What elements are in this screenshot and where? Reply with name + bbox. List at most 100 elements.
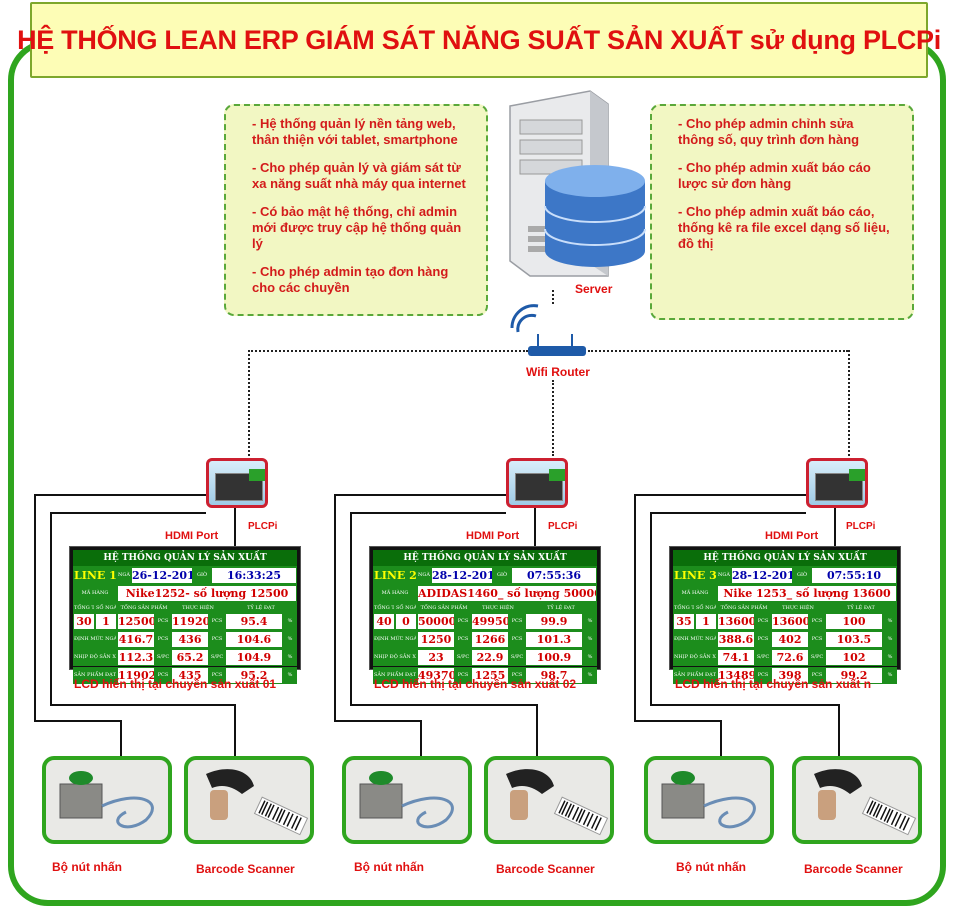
- note-left-item: - Cho phép admin tạo đơn hàng cho các ch…: [252, 264, 449, 295]
- lcd-row-label: NHỊP ĐỘ SẢN XUẤT: [73, 649, 117, 666]
- barcode-scanner-icon: [814, 769, 917, 836]
- lcd-col-header: SỐ NGÀY CÒN LẠI: [695, 603, 717, 612]
- lcd-col-header: TỔNG SẢN PHẨM: [117, 603, 171, 612]
- lcd-unit: PCS: [809, 613, 825, 630]
- lcd-cell: 100: [825, 613, 883, 630]
- lcd-row-label: ĐỊNH MỨC NGÀY: [673, 631, 717, 648]
- push-button-device-3: [644, 756, 774, 844]
- lcd-row-label: SẢN PHẨM ĐẠT: [673, 667, 717, 684]
- lcd-unit: %: [283, 649, 297, 666]
- lcd-row-label: ĐỊNH MỨC NGÀY: [373, 631, 417, 648]
- lcd-col-header: TỔNG SẢN PHẨM: [417, 603, 471, 612]
- lcd-cell: 65.2: [171, 649, 209, 666]
- lcd-cell: 13489: [717, 667, 755, 684]
- barcode-scanner-label: Barcode Scanner: [196, 862, 295, 876]
- wifi-router-icon: [510, 304, 586, 356]
- network-drop-3: [848, 350, 850, 456]
- title-banner: HỆ THỐNG LEAN ERP GIÁM SÁT NĂNG SUẤT SẢN…: [17, 2, 941, 78]
- lcd-unit: PCS: [509, 667, 525, 684]
- lcd-col-header: SỐ NGÀY CÒN LẠI: [395, 603, 417, 612]
- hdmi-port-label: HDMI Port: [765, 530, 819, 542]
- note-left-item: - Hệ thống quản lý nền tảng web, thân th…: [252, 116, 458, 147]
- lcd-cell: 49370: [417, 667, 455, 684]
- features-note-left: - Hệ thống quản lý nền tảng web, thân th…: [224, 104, 488, 316]
- lcd-unit: S/PC: [809, 649, 825, 666]
- lcd-cell: 99.2: [825, 667, 883, 684]
- lcd-date: 28-12-2015: [431, 567, 493, 584]
- lcd-cell: 101.3: [525, 631, 583, 648]
- lcd-cell: 11902: [117, 667, 155, 684]
- server-label: Server: [575, 282, 613, 296]
- lcd-unit: PCS: [809, 667, 825, 684]
- lcd-display-3: HỆ THỐNG QUẢN LÝ SẢN XUẤT LINE 3 NGÀY 28…: [669, 546, 901, 684]
- lcd-date-label: NGÀY: [717, 567, 731, 584]
- barcode-scanner-icon: [506, 769, 609, 836]
- lcd-unit: %: [883, 631, 897, 648]
- lcd-cell: 416.7: [117, 631, 155, 648]
- lcd-time-label: GIỜ: [193, 567, 211, 584]
- lcd-header: HỆ THỐNG QUẢN LÝ SẢN XUẤT: [673, 550, 897, 566]
- network-drop-2: [552, 380, 554, 456]
- push-button-device-1: [42, 756, 172, 844]
- lcd-unit: %: [583, 613, 597, 630]
- lcd-cell: 99.9: [525, 613, 583, 630]
- note-right-item: - Cho phép admin chỉnh sửa thông số, quy…: [678, 116, 860, 147]
- lcd-cell: 1255: [471, 667, 509, 684]
- database-icon: [544, 165, 646, 267]
- lcd-cell: 436: [171, 631, 209, 648]
- lcd-unit: S/PC: [455, 649, 471, 666]
- lcd-unit: %: [283, 613, 297, 630]
- lcd-order: Nike1252- số lượng 12500: [117, 585, 297, 602]
- lcd-col-header: THỰC HIỆN: [471, 603, 525, 612]
- network-drop-1: [248, 350, 250, 456]
- lcd-col-header: THỰC HIỆN: [171, 603, 225, 612]
- lcd-cell: 1: [695, 613, 717, 630]
- lcd-col-header: TỶ LỆ ĐẠT: [825, 603, 897, 612]
- lcd-date: 26-12-2015: [131, 567, 193, 584]
- note-left-item: - Cho phép quản lý và giám sát từ xa năn…: [252, 160, 466, 191]
- lcd-unit: S/PC: [755, 649, 771, 666]
- lcd-unit: %: [883, 649, 897, 666]
- barcode-scanner-device-1: [184, 756, 314, 844]
- lcd-order: Nike 1253_ số lượng 13600: [717, 585, 897, 602]
- lcd-caption: LCD hiển thị tại chuyền sản xuất n: [675, 677, 872, 691]
- lcd-unit: PCS: [509, 631, 525, 648]
- lcd-col-header: TỶ LỆ ĐẠT: [525, 603, 597, 612]
- plcpi-label: PLCPi: [548, 521, 578, 532]
- lcd-col-header: TỔNG THỜI GIAN: [73, 603, 95, 612]
- lcd-unit: PCS: [155, 613, 171, 630]
- lcd-cell: 102: [825, 649, 883, 666]
- lcd-header: HỆ THỐNG QUẢN LÝ SẢN XUẤT: [73, 550, 297, 566]
- lcd-cell: 104.6: [225, 631, 283, 648]
- lcd-unit: PCS: [209, 613, 225, 630]
- lcd-date-label: NGÀY: [117, 567, 131, 584]
- lcd-unit: S/PC: [209, 649, 225, 666]
- lcd-order-label: MÃ HÀNG: [73, 585, 117, 602]
- hdmi-port-label: HDMI Port: [466, 530, 520, 542]
- lcd-unit: %: [583, 631, 597, 648]
- lcd-time-label: GIỜ: [793, 567, 811, 584]
- lcd-header: HỆ THỐNG QUẢN LÝ SẢN XUẤT: [373, 550, 597, 566]
- lcd-cell: 13600: [717, 613, 755, 630]
- plcpi-device-1: [206, 458, 268, 508]
- lcd-time-label: GIỜ: [493, 567, 511, 584]
- network-link-left: [248, 350, 528, 352]
- lcd-cell: 35: [673, 613, 695, 630]
- features-note-right: - Cho phép admin chỉnh sửa thông số, quy…: [650, 104, 914, 320]
- lcd-cell: 112.3: [117, 649, 155, 666]
- lcd-unit: PCS: [755, 667, 771, 684]
- lcd-unit: S/PC: [155, 649, 171, 666]
- push-button-icon: [359, 771, 454, 829]
- lcd-unit: %: [883, 613, 897, 630]
- lcd-row-label: SẢN PHẨM ĐẠT: [373, 667, 417, 684]
- lcd-order-label: MÃ HÀNG: [373, 585, 417, 602]
- lcd-unit: PCS: [155, 667, 171, 684]
- lcd-unit: PCS: [809, 631, 825, 648]
- barcode-scanner-device-2: [484, 756, 614, 844]
- barcode-scanner-label: Barcode Scanner: [804, 862, 903, 876]
- lcd-unit: PCS: [509, 613, 525, 630]
- lcd-display-1: HỆ THỐNG QUẢN LÝ SẢN XUẤT LINE 1 NGÀY 26…: [69, 546, 301, 684]
- lcd-col-header: THỰC HIỆN: [771, 603, 825, 612]
- lcd-col-header: TỔNG SẢN PHẨM: [717, 603, 771, 612]
- lcd-order: ADIDAS1460_ số lượng 50000: [417, 585, 597, 602]
